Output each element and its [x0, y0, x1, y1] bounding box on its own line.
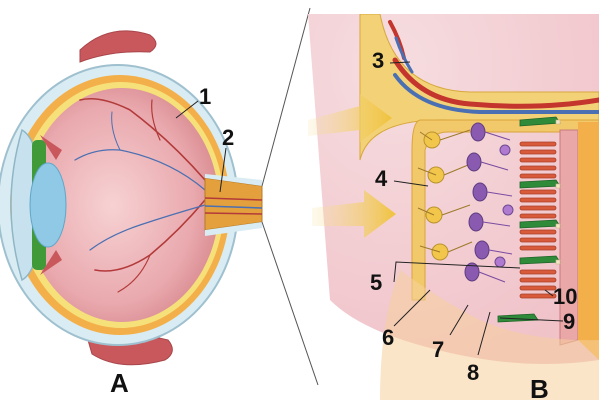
label-9: 9	[563, 309, 575, 334]
label-3: 3	[372, 48, 384, 73]
label-5: 5	[370, 270, 382, 295]
label-8: 8	[467, 360, 479, 385]
eye-cross-section	[0, 31, 262, 365]
panel-label-b: B	[530, 374, 549, 400]
optic-nerve	[205, 178, 262, 230]
choroid-layer	[578, 122, 599, 360]
label-1: 1	[199, 84, 211, 109]
upper-muscle	[80, 31, 156, 62]
zoom-line-bottom	[262, 222, 318, 385]
panel-label-a: A	[110, 368, 129, 398]
zoom-line-top	[262, 8, 310, 186]
label-2: 2	[222, 125, 234, 150]
label-4: 4	[375, 166, 388, 191]
label-7: 7	[432, 337, 444, 362]
label-10: 10	[553, 284, 577, 309]
lens	[30, 163, 66, 247]
label-6: 6	[382, 325, 394, 350]
